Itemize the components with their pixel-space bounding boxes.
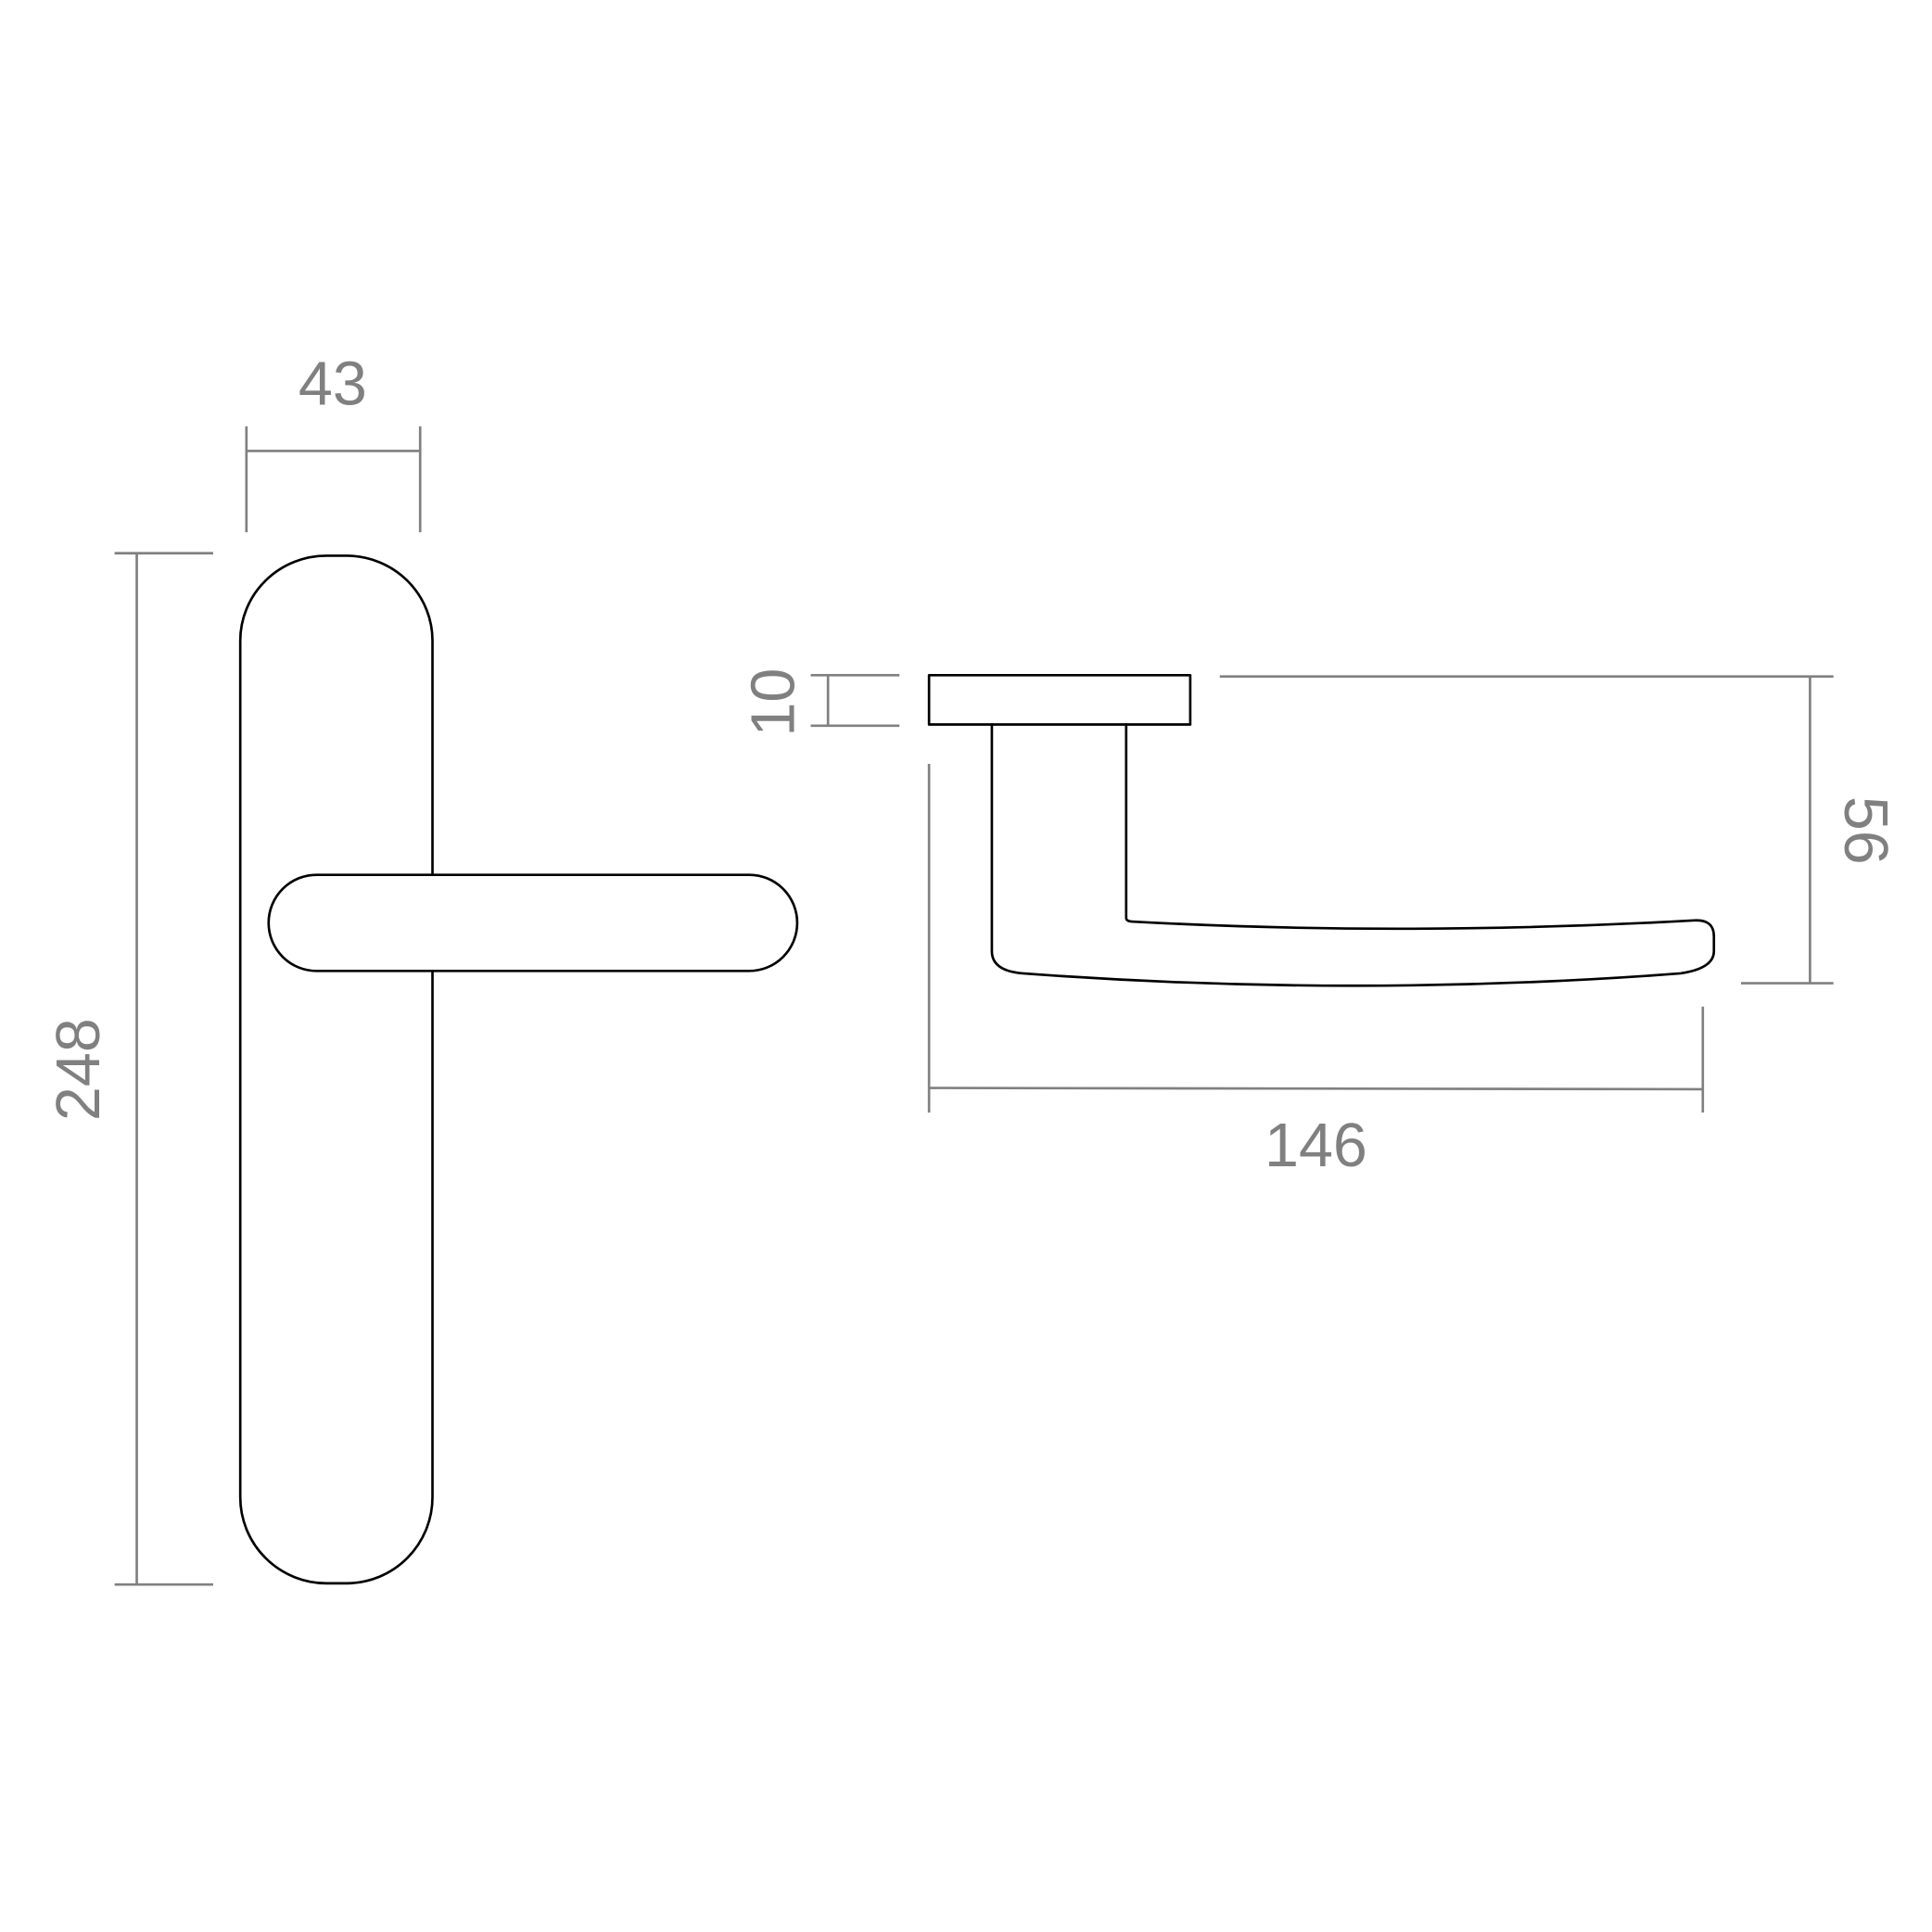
dimension-label-43: 43: [299, 350, 367, 419]
dimension-label-248: 248: [44, 1018, 113, 1121]
lever-side-outline: [990, 723, 1716, 987]
lever-front-outline: [267, 873, 799, 972]
backplate-outline: [238, 554, 434, 1585]
dimension-label-146: 146: [1265, 1112, 1367, 1180]
rose-outline: [927, 674, 1192, 726]
dimension-lever-length: 146: [927, 764, 1705, 1180]
dimension-lever-projection: 56: [1219, 675, 1900, 985]
dimension-rose-thickness: 10: [740, 668, 900, 737]
front-view: [238, 554, 799, 1585]
side-view: [927, 674, 1716, 987]
dimension-label-56: 56: [1831, 796, 1900, 865]
dimension-plate-width: 43: [245, 350, 422, 533]
dimension-label-10: 10: [740, 668, 808, 737]
dimension-plate-height: 248: [44, 552, 213, 1586]
